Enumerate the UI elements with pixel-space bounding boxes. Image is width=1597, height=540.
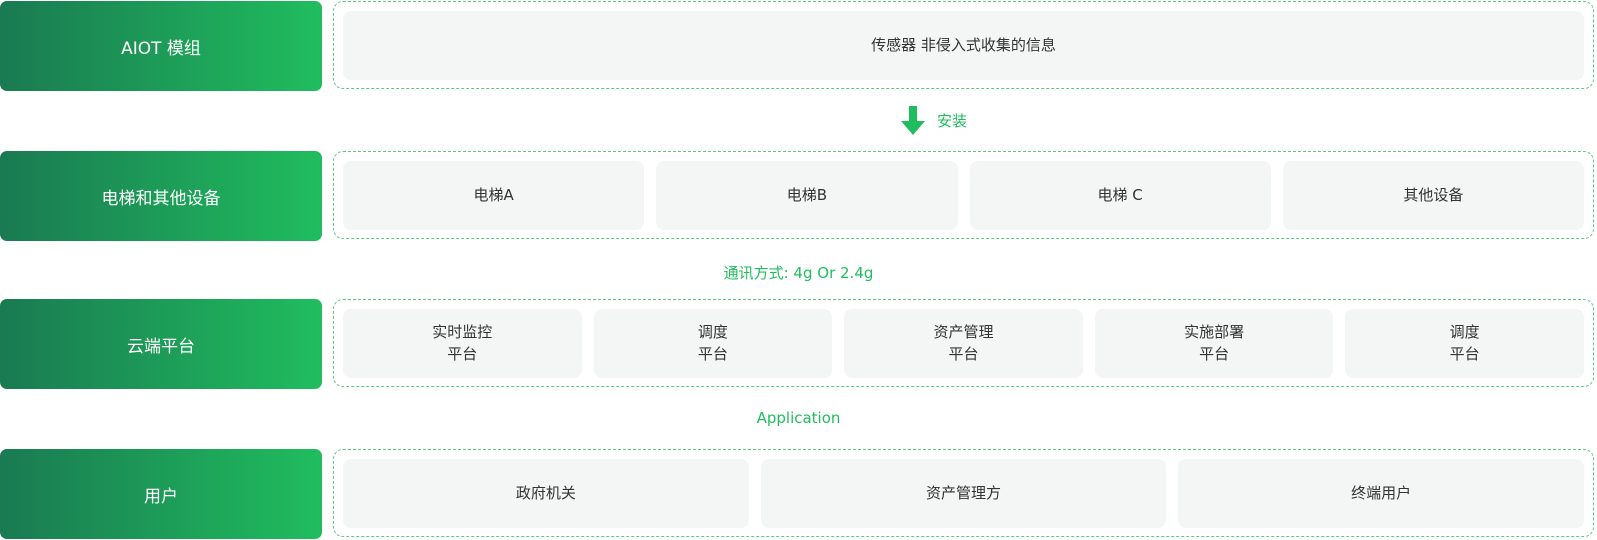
cell-elevator-c-text: 电梯 C — [1097, 186, 1143, 204]
cell-other-devices-text: 其他设备 — [1403, 186, 1464, 204]
cell-elevator-b: 电梯B — [656, 160, 958, 230]
cell-dispatch-2-line2: 平台 — [1449, 345, 1480, 363]
cell-other-devices: 其他设备 — [1282, 160, 1584, 230]
row-label-users: 用户 — [0, 449, 322, 539]
cell-elevator-a-text: 电梯A — [473, 186, 514, 204]
row-users: 用户 政府机关 资产管理方 终端用户 — [0, 449, 1597, 539]
cell-end-users: 终端用户 — [1178, 458, 1585, 528]
cell-realtime-monitoring-line2: 平台 — [447, 345, 478, 363]
cell-dispatch-1-line2: 平台 — [697, 345, 728, 363]
arrow-down-icon — [900, 106, 926, 136]
cell-asset-managers-text: 资产管理方 — [926, 484, 1002, 502]
cell-asset-managers: 资产管理方 — [760, 458, 1167, 528]
cell-dispatch-2-line1: 调度 — [1449, 323, 1480, 341]
row-label-devices: 电梯和其他设备 — [0, 151, 322, 241]
cell-elevator-b-text: 电梯B — [786, 186, 828, 204]
cell-elevator-c: 电梯 C — [969, 160, 1271, 230]
connector-communication-label: 通讯方式: 4g Or 2.4g — [723, 264, 874, 282]
cell-realtime-monitoring-line1: 实时监控 — [432, 323, 493, 341]
row-content-cloud-platform: 实时监控 平台 调度 平台 资产管理 平台 实施部署 平台 调度 — [333, 299, 1594, 387]
row-devices: 电梯和其他设备 电梯A 电梯B 电梯 C 其他设备 — [0, 151, 1597, 241]
row-content-aiot-module: 传感器 非侵入式收集的信息 — [333, 1, 1594, 89]
cell-asset-management-line1: 资产管理 — [933, 323, 994, 341]
row-content-devices: 电梯A 电梯B 电梯 C 其他设备 — [333, 151, 1594, 239]
cell-sensor-info-text: 传感器 非侵入式收集的信息 — [871, 36, 1056, 54]
cell-sensor-info: 传感器 非侵入式收集的信息 — [343, 10, 1584, 80]
cell-deployment: 实施部署 平台 — [1094, 308, 1334, 378]
cell-asset-management-line2: 平台 — [948, 345, 979, 363]
cell-government: 政府机关 — [343, 458, 749, 528]
cell-elevator-a: 电梯A — [343, 160, 645, 230]
row-label-cloud-platform: 云端平台 — [0, 299, 322, 389]
cell-asset-management: 资产管理 平台 — [844, 308, 1083, 378]
row-cloud-platform: 云端平台 实时监控 平台 调度 平台 资产管理 平台 实施部署 平台 — [0, 299, 1597, 389]
cell-realtime-monitoring: 实时监控 平台 — [343, 308, 582, 378]
cell-dispatch-1-line1: 调度 — [697, 323, 728, 341]
connector-application-label: Application — [756, 409, 841, 427]
cell-government-text: 政府机关 — [515, 484, 576, 502]
cell-end-users-text: 终端用户 — [1351, 484, 1412, 502]
cell-dispatch-1: 调度 平台 — [593, 308, 833, 378]
connector-install-label: 安装 — [937, 112, 968, 130]
row-aiot-module: AIOT 模组 传感器 非侵入式收集的信息 — [0, 1, 1597, 91]
cell-deployment-line1: 实施部署 — [1184, 323, 1245, 341]
cell-dispatch-2: 调度 平台 — [1345, 308, 1584, 378]
row-label-aiot-module: AIOT 模组 — [0, 1, 322, 91]
row-content-users: 政府机关 资产管理方 终端用户 — [333, 449, 1594, 537]
cell-deployment-line2: 平台 — [1199, 345, 1230, 363]
